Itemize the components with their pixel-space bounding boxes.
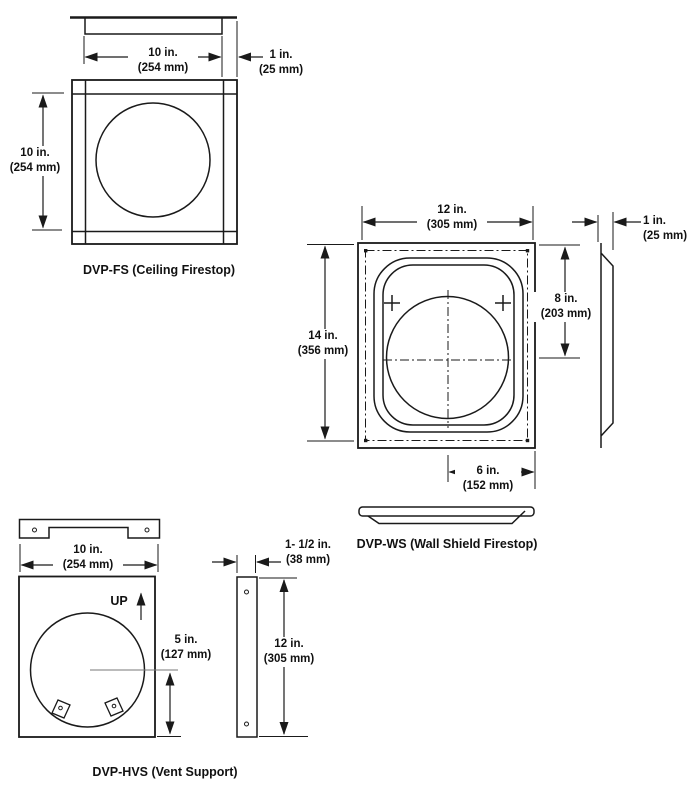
- dim-inches: 12 in.: [274, 638, 304, 650]
- dvp-ws-bottom-view: [358, 506, 535, 525]
- dim-inches: 1 in.: [269, 49, 293, 61]
- dvp-fs-caption: DVP-FS (Ceiling Firestop): [82, 263, 236, 277]
- dvp-fs-vent-hole: [95, 102, 211, 218]
- dim-mm: (305 mm): [426, 219, 478, 231]
- fastener-dot: [525, 438, 530, 443]
- dim-mm: (254 mm): [62, 559, 114, 571]
- dvp-ws-drawing: [307, 206, 641, 525]
- dim-mm: (203 mm): [540, 308, 592, 320]
- dvp-hvs-drawing: [18, 518, 308, 738]
- crosshair-right: [495, 295, 511, 311]
- dim-mm: (254 mm): [9, 162, 61, 174]
- dim-mm: (25 mm): [643, 230, 688, 242]
- dvp-hvs-width-dim-label: 10 in. (254 mm): [53, 543, 123, 573]
- dvp-hvs-bracket: [18, 518, 161, 539]
- dvp-fs-top-view: [70, 16, 237, 35]
- dvp-hvs-caption: DVP-HVS (Vent Support): [92, 765, 238, 779]
- dvp-ws-offset-dim-label: 6 in. (152 mm): [455, 464, 521, 494]
- dim-mm: (152 mm): [462, 480, 514, 492]
- fastener-dot: [525, 249, 530, 253]
- dvp-ws-caption: DVP-WS (Wall Shield Firestop): [356, 537, 538, 551]
- dim-inches: 12 in.: [437, 204, 467, 216]
- dim-mm: (254 mm): [137, 62, 189, 74]
- dim-inches: 10 in.: [20, 147, 50, 159]
- crosshair-left: [384, 295, 400, 311]
- dvp-hvs-height-dim-label: 12 in. (305 mm): [259, 637, 319, 667]
- dim-mm: (38 mm): [285, 554, 331, 566]
- dim-inches: 1- 1/2 in.: [284, 539, 332, 551]
- dvp-fs-width-dim-label: 10 in. (254 mm): [128, 46, 198, 76]
- dim-inches: 14 in.: [308, 330, 338, 342]
- dvp-ws-height-dim-label: 14 in. (356 mm): [289, 329, 357, 359]
- dvp-hvs-center-dim-label: 5 in. (127 mm): [154, 633, 218, 663]
- dim-mm: (25 mm): [258, 64, 304, 76]
- dvp-ws-depth-dim-label: 1 in. (25 mm): [643, 214, 696, 244]
- dvp-fs-flange-dim-label: 1 in. (25 mm): [251, 48, 311, 78]
- dvp-ws-opening-dim-label: 8 in. (203 mm): [532, 292, 600, 322]
- dvp-hvs-front-view: [18, 575, 178, 738]
- dvp-ws-side-view: [600, 243, 614, 448]
- dim-mm: (127 mm): [160, 649, 212, 661]
- dim-inches: 1 in.: [643, 215, 667, 227]
- dim-mm: (305 mm): [263, 653, 315, 665]
- dvp-fs-height-dim-label: 10 in. (254 mm): [1, 146, 69, 176]
- dim-inches: 10 in.: [73, 544, 103, 556]
- dvp-hvs-depth-dim-label: 1- 1/2 in. (38 mm): [278, 538, 338, 568]
- fastener-dot: [364, 438, 368, 443]
- dim-mm: (356 mm): [297, 345, 349, 357]
- dvp-fs-front-view: [71, 79, 238, 245]
- dim-inches: 5 in.: [174, 634, 198, 646]
- up-label: UP: [110, 594, 128, 608]
- clip-tab-right: [104, 697, 124, 717]
- dvp-ws-width-dim-label: 12 in. (305 mm): [417, 203, 487, 233]
- clip-tab-left: [51, 699, 71, 719]
- dim-inches: 8 in.: [554, 293, 578, 305]
- dim-inches: 10 in.: [148, 47, 178, 59]
- fastener-dot: [364, 249, 368, 253]
- dvp-ws-front-view: [357, 242, 536, 449]
- dim-inches: 6 in.: [476, 465, 500, 477]
- dvp-hvs-side-view: [236, 576, 258, 738]
